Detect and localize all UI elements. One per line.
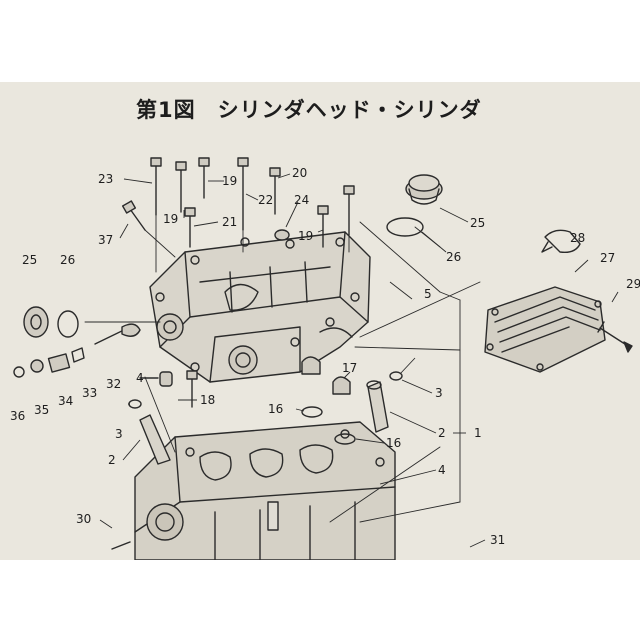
assembly-lines	[84, 214, 481, 523]
part-label-31: 31	[490, 533, 506, 547]
diagram-sheet: 第1図 シリンダヘッド・シリンダ	[0, 82, 640, 560]
part-label-35: 35	[34, 403, 50, 417]
part-label-19-a: 19	[222, 174, 238, 188]
part-label-2-left: 2	[108, 453, 116, 467]
o-ring-26-top	[386, 217, 424, 237]
label-leaders	[99, 173, 619, 548]
part-label-22: 22	[258, 193, 274, 207]
page-title: 第1図 シリンダヘッド・シリンダ	[136, 98, 482, 122]
part-label-16-a: 16	[268, 402, 284, 416]
part-label-4-right: 4	[438, 463, 446, 477]
part-label-34: 34	[58, 394, 74, 408]
part-label-4-left: 4	[136, 371, 144, 385]
gasket-28	[541, 229, 581, 254]
part-label-26-top: 26	[446, 250, 462, 264]
cylinder-head-cover	[149, 231, 371, 383]
bottom-margin	[0, 560, 640, 640]
part-label-37: 37	[98, 233, 114, 247]
part-label-30: 30	[76, 512, 92, 526]
part-label-2-right: 2	[438, 426, 446, 440]
head-bolts	[121, 157, 355, 248]
part-label-32: 32	[106, 377, 122, 391]
part-label-19-b: 19	[163, 212, 179, 226]
part-label-29: 29	[626, 277, 640, 291]
filler-cap-25	[405, 174, 443, 205]
part-label-28: 28	[570, 231, 586, 245]
part-label-19-c: 19	[298, 229, 314, 243]
cylinder-block	[134, 421, 396, 560]
part-label-25-left: 25	[22, 253, 38, 267]
part-label-3-right: 3	[435, 386, 443, 400]
part-label-1: 1	[474, 426, 482, 440]
valve-guides	[111, 356, 403, 550]
part-label-26-left: 26	[60, 253, 76, 267]
part-label-5: 5	[424, 287, 432, 301]
part-label-24: 24	[294, 193, 310, 207]
part-label-17: 17	[342, 361, 358, 375]
part-label-21: 21	[222, 215, 238, 229]
part-label-18: 18	[200, 393, 216, 407]
part-label-16-b: 16	[386, 436, 402, 450]
part-label-23: 23	[98, 172, 114, 186]
left-washer-25	[23, 306, 49, 338]
rocker-parts	[13, 323, 141, 378]
part-label-36: 36	[10, 409, 26, 423]
top-margin	[0, 0, 640, 82]
part-label-27: 27	[600, 251, 616, 265]
part-label-3-left: 3	[115, 427, 123, 441]
valve-cover-27	[484, 286, 606, 373]
exploded-view-drawing	[13, 157, 633, 560]
bolt-29	[597, 321, 633, 353]
left-o-ring-26	[57, 310, 79, 338]
part-label-33: 33	[82, 386, 98, 400]
part-label-20: 20	[292, 166, 308, 180]
part-label-25-top: 25	[470, 216, 486, 230]
